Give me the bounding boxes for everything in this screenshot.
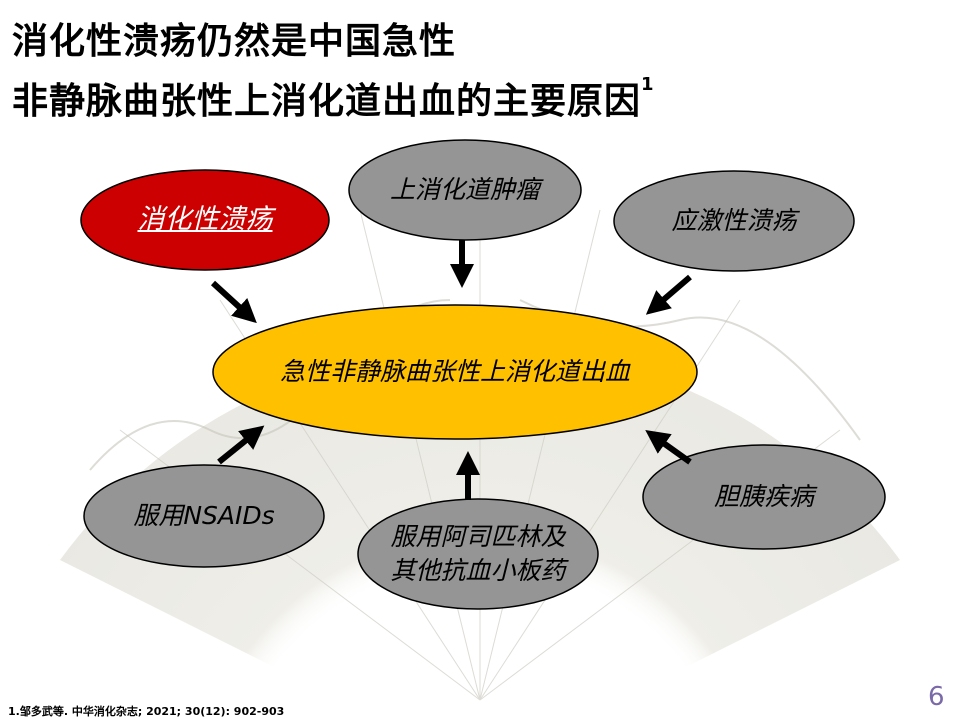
slide-title-line-1: 消化性溃疡仍然是中国急性 [12,21,457,62]
upper-gi-tumor-node-ellipse [348,139,582,241]
arrow-nsaids [217,425,265,465]
footnote-marker: 1 [641,74,655,95]
center-node-ellipse [212,304,698,440]
reference-footnote: 1.邹多武等. 中华消化杂志; 2021; 30(12): 902-903 [8,705,285,718]
nsaids-node-ellipse [83,464,325,568]
arrow-stress-ulcer [645,274,692,315]
slide-title-line-2: 非静脉曲张性上消化道出血的主要原因1 [12,74,655,122]
page-number: 6 [928,682,945,712]
peptic-ulcer-node-ellipse [80,169,330,271]
arrow-biliary-pancreatic [645,430,692,465]
aspirin-node-ellipse [357,498,599,610]
stress-ulcer-node-ellipse [613,170,855,272]
arrow-peptic-ulcer [210,280,257,324]
biliary-pancreatic-node-ellipse [642,444,886,550]
